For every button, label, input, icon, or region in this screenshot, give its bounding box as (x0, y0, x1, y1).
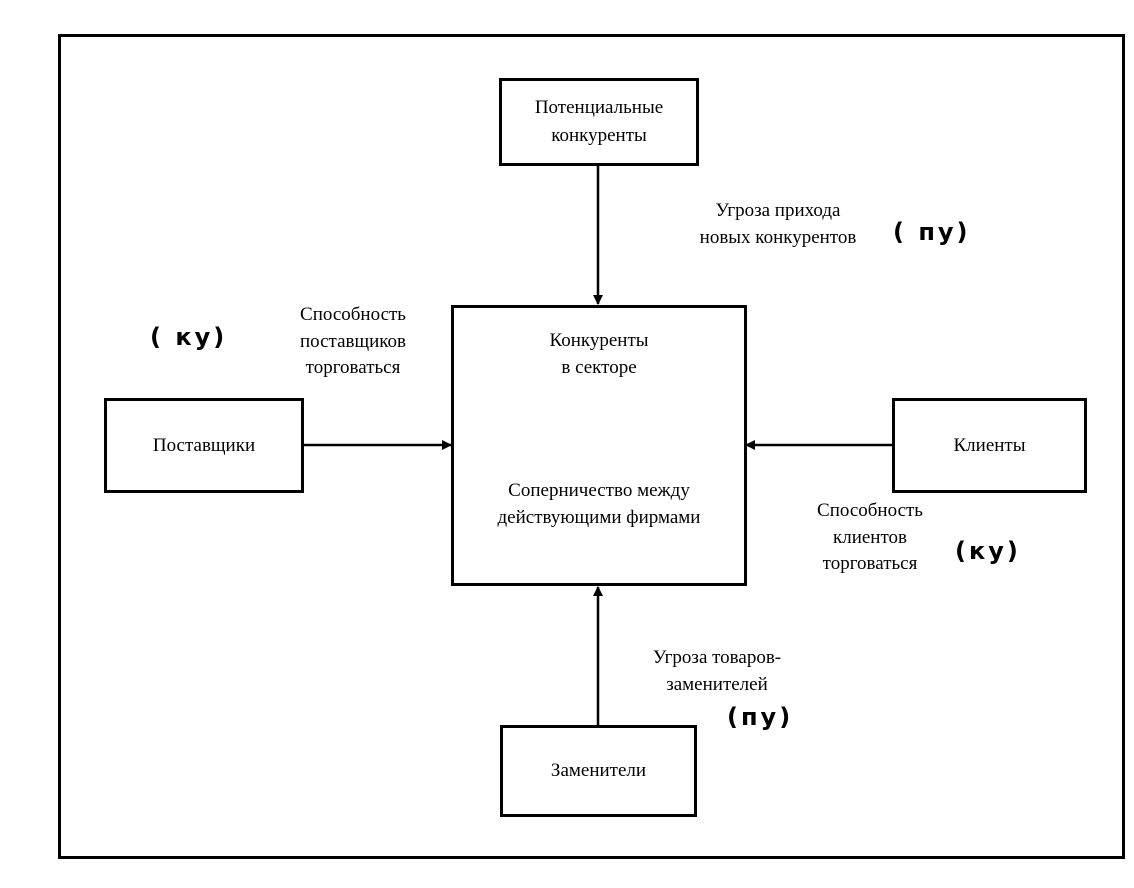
node-substitutes-label: Заменители (550, 760, 647, 782)
note-substitutes: (пу) (727, 703, 794, 731)
node-center-rivalry-line2: действующими фирмами (497, 506, 701, 528)
node-center-title-line2: в секторе (561, 356, 637, 378)
edge-label-suppliers-line3: торговаться (305, 357, 401, 379)
edge-label-clients-power: Способность клиентов торговаться (790, 498, 950, 578)
diagram-frame (58, 34, 1125, 859)
node-center-title: Конкуренты в секторе (451, 328, 747, 381)
note-suppliers-power: ( ку) (150, 323, 228, 351)
node-substitutes: Заменители (500, 725, 697, 817)
note-clients-power: (ку) (955, 537, 1021, 565)
edge-label-substitutes: Угроза товаров- заменителей (622, 645, 812, 698)
edge-label-substitutes-line1: Угроза товаров- (652, 647, 782, 668)
edge-label-suppliers-power: Способность поставщиков торговаться (268, 302, 438, 382)
edge-label-new-entrants: Угроза прихода новых конкурентов (668, 198, 888, 251)
node-suppliers: Поставщики (104, 398, 304, 493)
node-center-title-line1: Конкуренты (549, 330, 649, 351)
edge-label-suppliers-line1: Способность (300, 304, 406, 325)
edge-label-clients-line2: клиентов (832, 526, 907, 548)
edge-label-new-entrants-line1: Угроза прихода (715, 200, 841, 221)
edge-label-new-entrants-line2: новых конкурентов (699, 226, 857, 248)
node-potential-label-line2: конкуренты (551, 125, 647, 146)
node-clients: Клиенты (892, 398, 1087, 493)
edge-label-clients-line1: Способность (817, 500, 923, 521)
node-potential-competitors: Потенциальные конкуренты (499, 78, 699, 166)
node-clients-label: Клиенты (953, 434, 1026, 456)
node-center-rivalry-line1: Соперничество между (508, 480, 690, 501)
node-industry-competitors (451, 305, 747, 586)
note-new-entrants: ( пу) (893, 218, 971, 246)
node-center-rivalry: Соперничество между действующими фирмами (451, 478, 747, 531)
node-suppliers-label: Поставщики (152, 434, 256, 456)
edge-label-suppliers-line2: поставщиков (299, 330, 407, 352)
edge-label-substitutes-line2: заменителей (666, 673, 768, 695)
node-potential-label-line1: Потенциальные (534, 97, 664, 119)
edge-label-clients-line3: торговаться (822, 553, 918, 575)
